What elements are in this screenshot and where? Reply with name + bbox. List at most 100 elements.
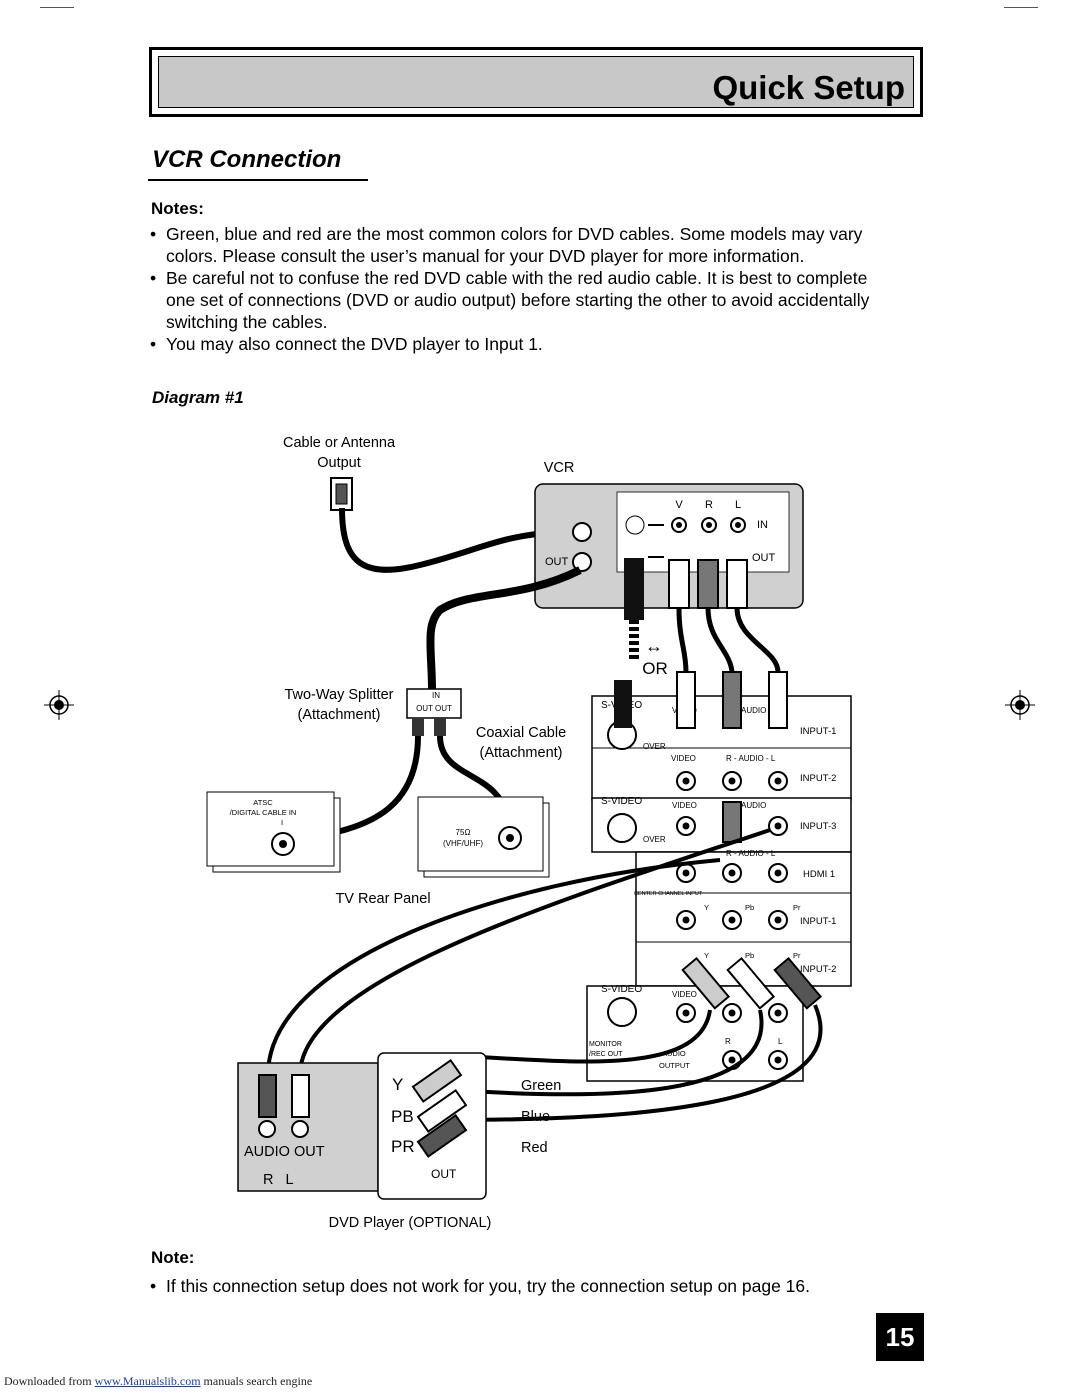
audio-out-rl-label: R L [263, 1172, 294, 1188]
or-label: OR [642, 659, 668, 678]
vcr-v-label: V [675, 499, 683, 511]
coax-label: Coaxial Cable [476, 725, 566, 741]
audio-r-label: R [725, 1037, 731, 1046]
splitter-label: (Attachment) [298, 707, 381, 723]
diagram-title: Diagram #1 [152, 388, 244, 407]
audio-label: R - AUDIO - L [726, 849, 776, 858]
footer-prefix: Downloaded from [4, 1374, 95, 1388]
splitter-label: Two-Way Splitter [284, 687, 393, 703]
dvd-y-plug-icon [411, 1058, 463, 1103]
dvd-pr-cable [444, 1004, 823, 1122]
splitter-out-label: OUT OUT [416, 704, 452, 713]
notes-list: • Green, blue and red are the most commo… [148, 223, 928, 355]
vcr-av-block [616, 491, 790, 573]
dvd-audio-r-cable [266, 858, 721, 1076]
audio-label: AUDIO [741, 706, 766, 715]
atsc-label: ATSC [253, 798, 273, 807]
dvd-audio-l-cable [298, 828, 771, 1076]
input1-label: INPUT-1 [800, 916, 836, 927]
dvd-audio-r-plug-icon [258, 1074, 277, 1118]
audio-r-plug-icon [722, 801, 742, 843]
footer-link[interactable]: www.Manualslib.com [94, 1374, 201, 1388]
notes-item: • Be careful not to confuse the red DVD … [148, 267, 928, 333]
audio-out-label: AUDIO OUT [244, 1144, 325, 1160]
dvd-audio-l-plug-icon [291, 1074, 310, 1118]
audio-output-label: AUDIO [662, 1049, 686, 1058]
component-pb-plug-icon [726, 956, 776, 1010]
header-title: Quick Setup [712, 69, 905, 106]
dvd-audio-r-jack-icon [258, 1120, 276, 1138]
crop-mark [40, 7, 74, 8]
input3-label: INPUT-3 [800, 821, 836, 832]
antenna-cable [339, 507, 561, 573]
component-pb-label: Pb [745, 951, 754, 960]
atsc-label: /DIGITAL CABLE IN [230, 808, 297, 817]
tv-input-panel [586, 695, 852, 1082]
section-rule [148, 179, 368, 181]
vcr-antenna-out-label: OUT [545, 556, 569, 568]
dvd-pr-plug-icon [416, 1113, 468, 1158]
video-label: VIDEO [672, 801, 697, 810]
dvd-out-label: OUT [431, 1167, 457, 1181]
registration-mark-right-icon [1005, 690, 1035, 720]
audio-output-label: OUTPUT [659, 1061, 690, 1070]
coax-label: (Attachment) [480, 745, 563, 761]
component-y-plug-icon [681, 956, 731, 1010]
audio-l-plug-icon [726, 559, 748, 609]
notes-heading: Notes: [151, 199, 204, 218]
dvd-player-label: DVD Player (OPTIONAL) [329, 1215, 492, 1231]
svideo-label: S-VIDEO [601, 796, 642, 807]
vcr-jack-icon [572, 515, 746, 572]
footer: Downloaded from www.Manualslib.com manua… [4, 1374, 312, 1389]
vhf-label: (VHF/UHF) [443, 839, 483, 848]
input2-label: INPUT-2 [800, 773, 836, 784]
vcr-out-label: OUT [752, 552, 776, 564]
tv-rear-label: TV Rear Panel [335, 891, 430, 907]
video-label: VIDEO [671, 754, 696, 763]
input2-label: INPUT-2 [800, 964, 836, 975]
splitter-in-label: IN [432, 691, 440, 700]
blue-label: Blue [521, 1109, 550, 1125]
footer-suffix: manuals search engine [200, 1374, 313, 1388]
svideo-plug-icon [614, 680, 632, 728]
note-item: • If this connection setup does not work… [148, 1275, 928, 1297]
vcr-to-splitter-cable [426, 566, 582, 691]
video-plug-icon [676, 671, 696, 729]
connection-diagram: Cable or Antenna Output VCR V R L IN OUT… [206, 435, 852, 1231]
component-pb-label: PB [391, 1107, 414, 1126]
svideo-label: S-VIDEO [601, 984, 642, 995]
component-pr-label: Pr [793, 903, 801, 912]
dvd-pb-cable [454, 1009, 764, 1097]
registration-mark-left-icon [44, 690, 74, 720]
audio-label: R - AUDIO - L [726, 754, 776, 763]
antenna-wall-jack-icon [330, 477, 353, 511]
over-label: OVER [643, 742, 666, 751]
dvd-pb-plug-icon [416, 1088, 468, 1133]
hdmi1-label: HDMI 1 [803, 869, 835, 880]
splitter-icon: IN OUT OUT [406, 688, 462, 736]
notes-item-line: Be careful not to confuse the red DVD ca… [166, 268, 868, 288]
green-label: Green [521, 1078, 561, 1094]
note-text: If this connection setup does not work f… [166, 1276, 811, 1296]
red-label: Red [521, 1140, 548, 1156]
notes-item-line: switching the cables. [166, 312, 328, 332]
vcr-in-label: IN [757, 519, 768, 531]
component-pr-label: Pr [793, 951, 801, 960]
notes-item-line: Green, blue and red are the most common … [166, 224, 863, 244]
notes-item-line: You may also connect the DVD player to I… [166, 334, 543, 354]
monitor-label: MONITOR [589, 1041, 622, 1048]
note-list: • If this connection setup does not work… [148, 1275, 928, 1297]
component-pr-label: PR [391, 1137, 415, 1156]
notes-item-line: colors. Please consult the user’s manual… [166, 246, 805, 266]
component-y-label: Y [704, 951, 709, 960]
page-header: Quick Setup [149, 47, 923, 117]
audio-l-label: L [778, 1037, 783, 1046]
video-cable [676, 607, 689, 673]
vcr-label: VCR [544, 460, 575, 476]
component-pr-plug-icon [773, 956, 823, 1010]
video-plug-icon [668, 559, 690, 609]
dvd-y-cable [439, 1009, 712, 1064]
vhf-label: 75Ω [456, 828, 471, 837]
notes-item: • You may also connect the DVD player to… [148, 333, 928, 355]
source-label: Cable or Antenna [283, 435, 396, 451]
